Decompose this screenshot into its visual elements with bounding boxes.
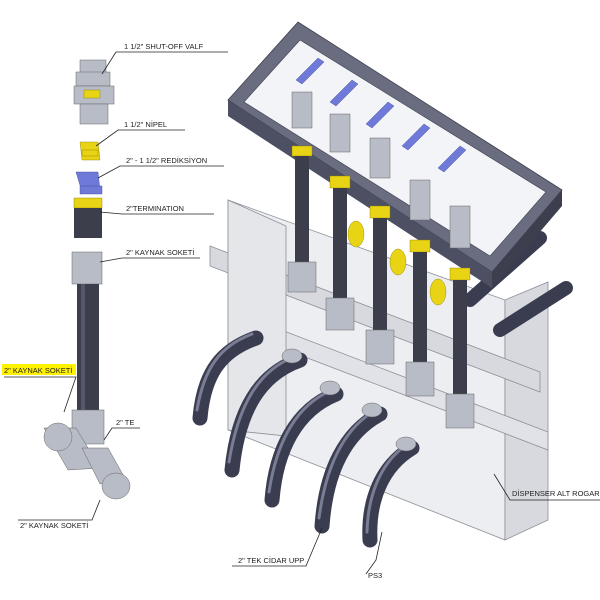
label-tek-cidar: 2" TEK CİDAR UPP — [238, 556, 304, 565]
riser-1 — [287, 91, 317, 293]
riser-3 — [365, 137, 395, 365]
label-reduction: 2" - 1 1/2" REDİKSİYON — [126, 156, 207, 165]
label-shutoff-valve: 1 1/2" SHUT-OFF VALF — [124, 42, 204, 51]
label-dispenser: DİSPENSER ALT ROGAR — [512, 489, 600, 498]
exploded-riser-assembly — [43, 59, 131, 500]
right-callouts: DİSPENSER ALT ROGAR 2" TEK CİDAR UPP PS3 — [232, 473, 600, 580]
riser-pipe-part — [77, 284, 99, 410]
label-kaynak-soketi-bottom: 2" KAYNAK SOKETİ — [20, 521, 88, 530]
label-nipel: 1 1/2" NİPEL — [124, 120, 167, 129]
shutoff-valve-part — [73, 59, 115, 125]
left-callouts: 1 1/2" SHUT-OFF VALF 1 1/2" NİPEL 2" - 1… — [2, 42, 228, 530]
dispenser-sump-assembly — [192, 21, 573, 548]
label-termination: 2"TERMINATION — [126, 204, 184, 213]
nipple-part — [79, 141, 101, 161]
riser-4 — [405, 179, 435, 397]
reduction-part — [75, 171, 103, 195]
label-te: 2" TE — [116, 418, 134, 427]
weld-socket-top-part — [71, 251, 103, 285]
label-kaynak-soketi-highlight: 2" KAYNAK SOKETİ — [4, 366, 72, 375]
riser-5 — [445, 205, 475, 429]
termination-part — [73, 197, 103, 238]
wall-seals — [347, 220, 447, 306]
label-ps3: PS3 — [368, 571, 382, 580]
riser-2 — [325, 113, 355, 331]
label-kaynak-soketi-top: 2" KAYNAK SOKETİ — [126, 248, 194, 257]
highlight-marker — [2, 364, 76, 375]
tee-part — [43, 409, 131, 500]
incoming-hoses — [192, 330, 420, 548]
entry-boots — [281, 348, 417, 452]
